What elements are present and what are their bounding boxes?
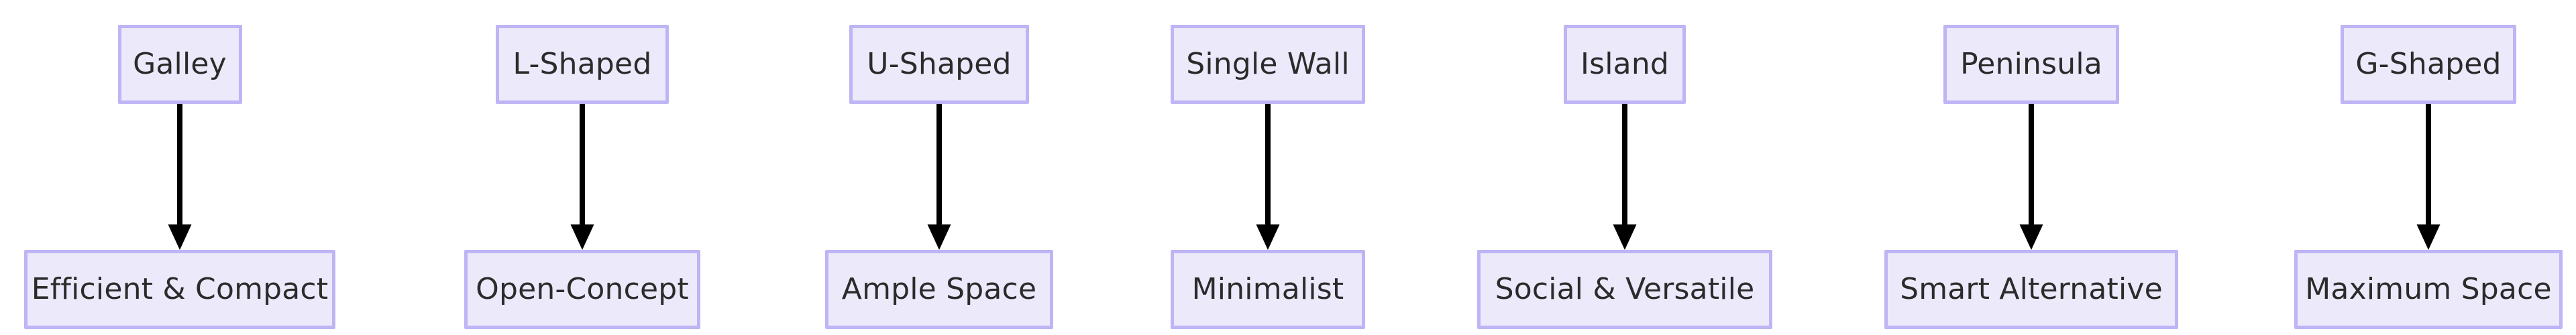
flowchart-edge-arrow-down-icon [2018, 104, 2045, 250]
flowchart-node-target[interactable]: Ample Space [825, 250, 1053, 329]
flowchart-node-target[interactable]: Maximum Space [2294, 250, 2563, 329]
flowchart-node-source[interactable]: L-Shaped [496, 25, 669, 104]
flowchart-node-target[interactable]: Social & Versatile [1477, 250, 1772, 329]
flowchart-edge-arrow-down-icon [569, 104, 596, 250]
flowchart-node-source[interactable]: G-Shaped [2341, 25, 2516, 104]
flowchart-node-source[interactable]: Island [1564, 25, 1686, 104]
flowchart-node-target[interactable]: Open-Concept [464, 250, 700, 329]
flowchart-edge-arrow-down-icon [166, 104, 193, 250]
flowchart-node-source[interactable]: Peninsula [1943, 25, 2119, 104]
flowchart-node-source[interactable]: U-Shaped [849, 25, 1029, 104]
flowchart-node-target[interactable]: Smart Alternative [1884, 250, 2178, 329]
flowchart-node-target[interactable]: Efficient & Compact [24, 250, 335, 329]
flowchart-node-target[interactable]: Minimalist [1171, 250, 1365, 329]
flowchart-edge-arrow-down-icon [1611, 104, 1638, 250]
flowchart-edge-arrow-down-icon [2415, 104, 2442, 250]
flowchart-edge-arrow-down-icon [1254, 104, 1281, 250]
flowchart-edge-arrow-down-icon [926, 104, 953, 250]
flowchart-node-source[interactable]: Single Wall [1171, 25, 1365, 104]
flowchart-node-source[interactable]: Galley [117, 25, 242, 104]
